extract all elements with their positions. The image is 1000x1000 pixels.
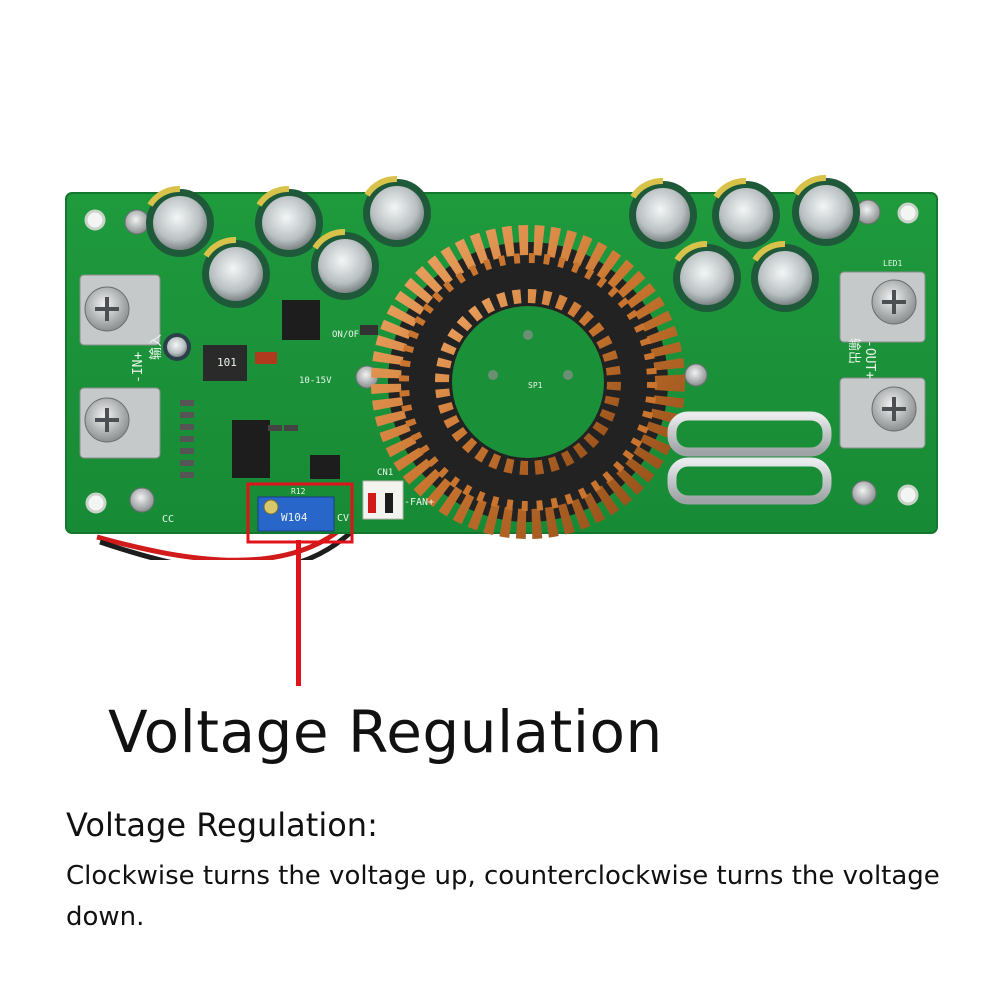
output-terminal-top (839, 271, 926, 343)
svg-text:CN1: CN1 (377, 468, 393, 478)
input-terminal-top (79, 274, 161, 346)
figure-subheading: Voltage Regulation: (66, 806, 378, 844)
svg-text:输入: 输入 (148, 334, 164, 360)
voltage-potentiometer (257, 496, 335, 532)
mounting-holes (84, 202, 919, 514)
smd-components (180, 300, 378, 479)
input-terminal-bottom (79, 387, 161, 459)
output-capacitors (629, 175, 860, 312)
fan-wire-black (99, 510, 372, 560)
svg-text:R12: R12 (291, 487, 306, 496)
pcb-photo: -IN+ 输入 -OUT+ 输出 -FAN+ CN1 W104 CV CC 10… (65, 175, 938, 560)
svg-text:W104: W104 (281, 511, 308, 524)
figure-description: Clockwise turns the voltage up, counterc… (66, 861, 940, 932)
svg-text:SP1: SP1 (528, 381, 543, 390)
shunt-wires (667, 411, 832, 505)
callout-line (296, 540, 301, 686)
svg-text:-IN+: -IN+ (131, 352, 146, 383)
output-terminal-bottom (839, 377, 926, 449)
silkscreen: -IN+ 输入 -OUT+ 输出 -FAN+ CN1 W104 CV CC 10… (131, 259, 902, 525)
fan-connector (362, 480, 404, 520)
svg-text:CC: CC (162, 514, 174, 525)
input-capacitors (146, 176, 431, 361)
board-screws (124, 199, 881, 513)
svg-text:101: 101 (217, 356, 237, 369)
svg-text:10-15V: 10-15V (299, 376, 332, 386)
svg-text:ON/OF: ON/OF (332, 330, 359, 340)
figure-headline: Voltage Regulation (108, 698, 663, 766)
svg-text:-FAN+: -FAN+ (404, 497, 434, 508)
svg-text:CV: CV (337, 513, 349, 524)
svg-text:LED1: LED1 (883, 259, 902, 268)
svg-text:-OUT+: -OUT+ (862, 340, 877, 379)
fan-wire-red (96, 508, 362, 560)
toroid-inductor (371, 225, 685, 539)
svg-text:输出: 输出 (846, 338, 862, 364)
